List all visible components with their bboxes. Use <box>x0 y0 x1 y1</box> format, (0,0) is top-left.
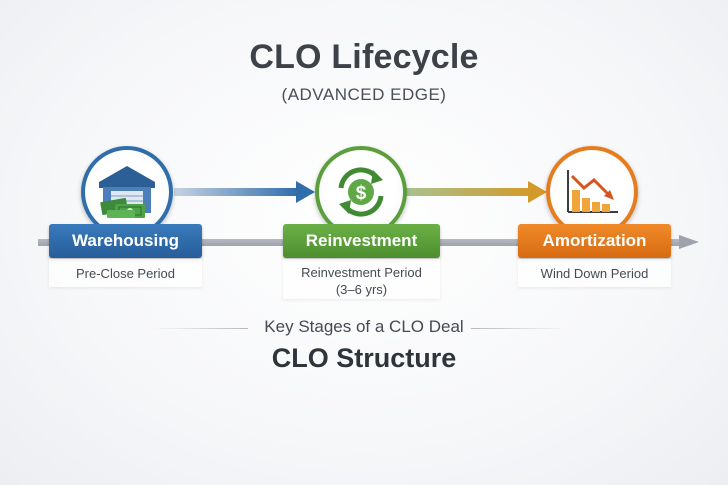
stage-label-warehousing: Warehousing <box>49 224 202 258</box>
timeline-arrowhead <box>679 235 699 249</box>
warehouse-money-icon <box>99 166 155 218</box>
period-box-reinvestment: Reinvestment Period (3–6 yrs) <box>283 259 440 299</box>
divider-left <box>152 328 248 329</box>
stage-label-amortization: Amortization <box>518 224 671 258</box>
connector-arrow-2 <box>406 181 547 203</box>
period-text: Reinvestment Period <box>301 265 422 280</box>
period-duration: (3–6 yrs) <box>335 282 388 297</box>
warehousing-icon-circle <box>81 146 173 238</box>
period-box-amortization: Wind Down Period <box>518 259 671 287</box>
declining-chart-icon <box>567 170 618 213</box>
svg-text:$: $ <box>356 183 367 204</box>
stage-label-reinvestment: Reinvestment <box>283 224 440 258</box>
divider-right <box>471 328 567 329</box>
structure-title: CLO Structure <box>271 343 457 373</box>
key-stages-caption: Key Stages of a CLO Deal <box>264 317 464 336</box>
connector-arrow-1 <box>174 181 315 203</box>
diagram-title: CLO Lifecycle <box>249 38 479 76</box>
period-text: Wind Down Period <box>540 266 649 281</box>
dollar-cycle-icon: $ <box>338 167 384 217</box>
period-text: Pre-Close Period <box>76 266 175 281</box>
diagram-subtitle: (ADVANCED EDGE) <box>281 85 447 104</box>
amortization-icon-circle <box>546 146 638 238</box>
reinvestment-icon-circle: $ <box>315 146 407 238</box>
period-box-warehousing: Pre-Close Period <box>49 259 202 287</box>
